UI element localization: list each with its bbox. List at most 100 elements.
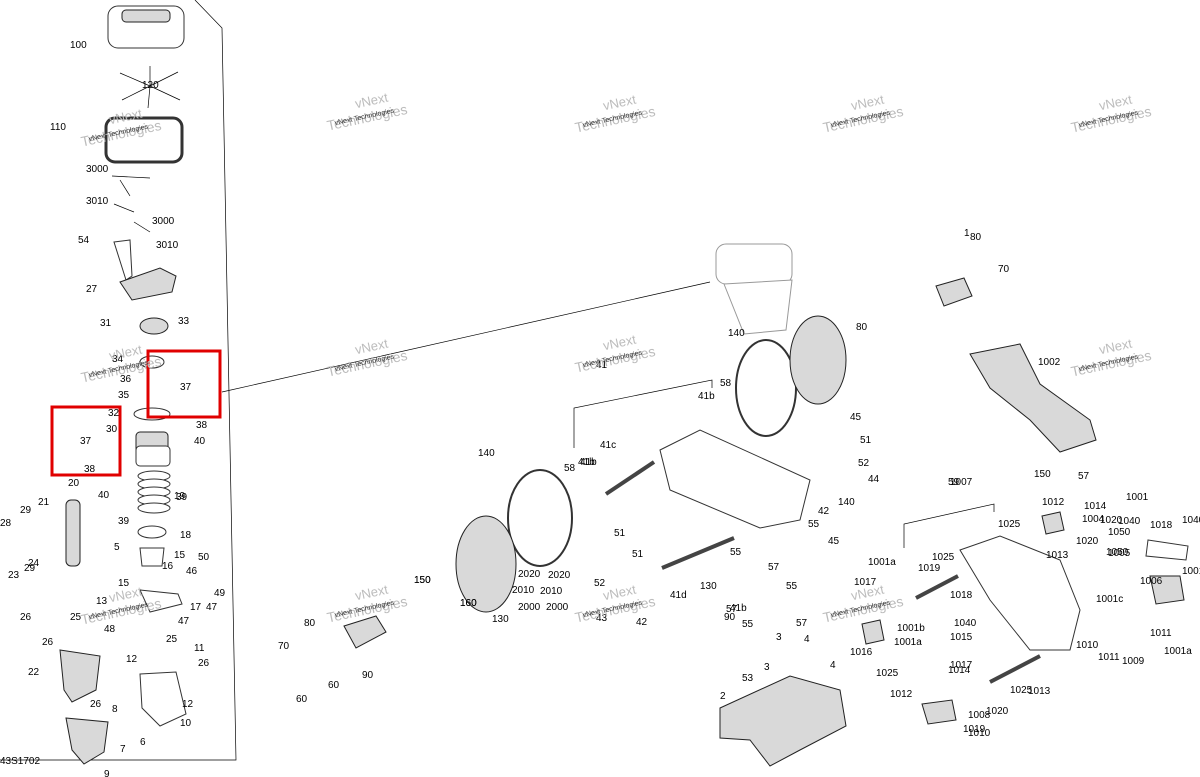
callout-35: 35 xyxy=(118,390,130,401)
left-column-parts xyxy=(59,5,187,765)
callout-1014: 1014 xyxy=(1084,501,1107,512)
callout-19: 19 xyxy=(174,491,186,502)
callout-38: 38 xyxy=(84,464,96,475)
callout-80: 80 xyxy=(304,618,316,629)
callout-2010: 2010 xyxy=(512,585,535,596)
callout-1050: 1050 xyxy=(0,0,23,3)
callout-15: 15 xyxy=(174,550,186,561)
callout-90: 90 xyxy=(362,670,374,681)
callout-26: 26 xyxy=(42,637,54,648)
part-120-screws xyxy=(119,66,181,109)
callout-41d: 41d xyxy=(670,590,687,601)
part-41d-shaft xyxy=(661,536,735,570)
part-1015-bracket xyxy=(861,619,885,645)
callout-1002: 1002 xyxy=(1038,357,1061,368)
part-1016-bracket xyxy=(1041,511,1065,535)
watermark-top: vNext xyxy=(1098,336,1134,358)
part-110-gasket xyxy=(104,116,184,164)
callout-10: 10 xyxy=(180,718,192,729)
callout-45: 45 xyxy=(850,412,862,423)
callout-1015: 1015 xyxy=(950,632,973,643)
part-3000-bolts xyxy=(111,175,151,233)
callout-57: 57 xyxy=(1078,471,1090,482)
callout-11: 11 xyxy=(194,643,205,654)
watermark-top: vNext xyxy=(108,342,144,364)
callout-29: 29 xyxy=(20,505,32,516)
callout-17: 17 xyxy=(190,602,202,613)
callout-70: 70 xyxy=(998,264,1010,275)
callout-32: 32 xyxy=(108,408,120,419)
callout-51: 51 xyxy=(632,549,644,560)
callout-26: 26 xyxy=(198,658,210,669)
callout-1: 1 xyxy=(964,228,970,239)
part-2-support xyxy=(139,671,187,727)
callout-51: 51 xyxy=(860,435,872,446)
callout-29: 29 xyxy=(24,563,36,574)
callout-1009: 1009 xyxy=(1122,656,1145,667)
callout-2010: 2010 xyxy=(540,586,563,597)
callout-16: 16 xyxy=(162,561,174,572)
callout-40: 40 xyxy=(194,436,206,447)
callout-33: 33 xyxy=(178,316,190,327)
watermark-top: vNext xyxy=(108,584,144,606)
part-9-guard xyxy=(65,717,109,765)
watermark-top: vNext xyxy=(1098,92,1134,114)
callout-3: 3 xyxy=(764,662,770,673)
part-130-cover-upper xyxy=(789,315,847,405)
part-16-cup xyxy=(139,547,165,567)
callout-3000: 3000 xyxy=(152,216,175,227)
callout-1001a: 1001a xyxy=(1182,566,1200,577)
callout-12: 12 xyxy=(182,699,194,710)
callout-1001c: 1001c xyxy=(1096,594,1123,605)
callout-23: 23 xyxy=(8,570,20,581)
callout-60: 60 xyxy=(328,680,340,691)
highlight-box-lower xyxy=(50,405,122,477)
callout-55: 55 xyxy=(786,581,798,592)
callout-1040: 1040 xyxy=(954,618,977,629)
callout-20: 20 xyxy=(68,478,80,489)
callout-59: 59 xyxy=(948,477,960,488)
part-34-cap xyxy=(139,355,165,369)
watermark-top: vNext xyxy=(850,92,886,114)
callout-1019: 1019 xyxy=(963,724,986,735)
callout-4: 4 xyxy=(830,660,836,671)
callout-1017: 1017 xyxy=(854,577,877,588)
part-1001c-shaft xyxy=(989,654,1041,684)
callout-40: 40 xyxy=(98,490,110,501)
callout-1007: 1007 xyxy=(950,477,973,488)
callout-1006: 1006 xyxy=(1140,576,1163,587)
callout-48: 48 xyxy=(104,624,116,635)
callout-1020: 1020 xyxy=(1100,515,1123,526)
callout-52: 52 xyxy=(594,578,606,589)
callout-1040: 1040 xyxy=(1118,516,1141,527)
callout-1019: 1019 xyxy=(0,0,23,3)
callout-90: 90 xyxy=(724,612,736,623)
callout-51: 51 xyxy=(614,528,626,539)
callout-52: 52 xyxy=(858,458,870,469)
watermark-top: vNext xyxy=(602,92,638,114)
callout-42: 42 xyxy=(818,506,830,517)
callout-1050: 1050 xyxy=(1108,527,1131,538)
callout-6: 6 xyxy=(140,737,146,748)
callout-47: 47 xyxy=(178,616,190,627)
callout-36: 36 xyxy=(120,374,132,385)
callout-120: 120 xyxy=(142,80,159,91)
callout-3: 3 xyxy=(776,632,782,643)
callout-2000: 2000 xyxy=(546,602,569,613)
callout-1013: 1013 xyxy=(1046,550,1069,561)
callout-1008: 1008 xyxy=(968,710,991,721)
callout-31: 31 xyxy=(100,318,112,329)
callout-140: 140 xyxy=(728,328,745,339)
callout-5: 5 xyxy=(114,542,120,553)
callout-39: 39 xyxy=(118,516,130,527)
part-18-seat xyxy=(137,525,167,539)
callout-1001: 1001 xyxy=(1126,492,1149,503)
